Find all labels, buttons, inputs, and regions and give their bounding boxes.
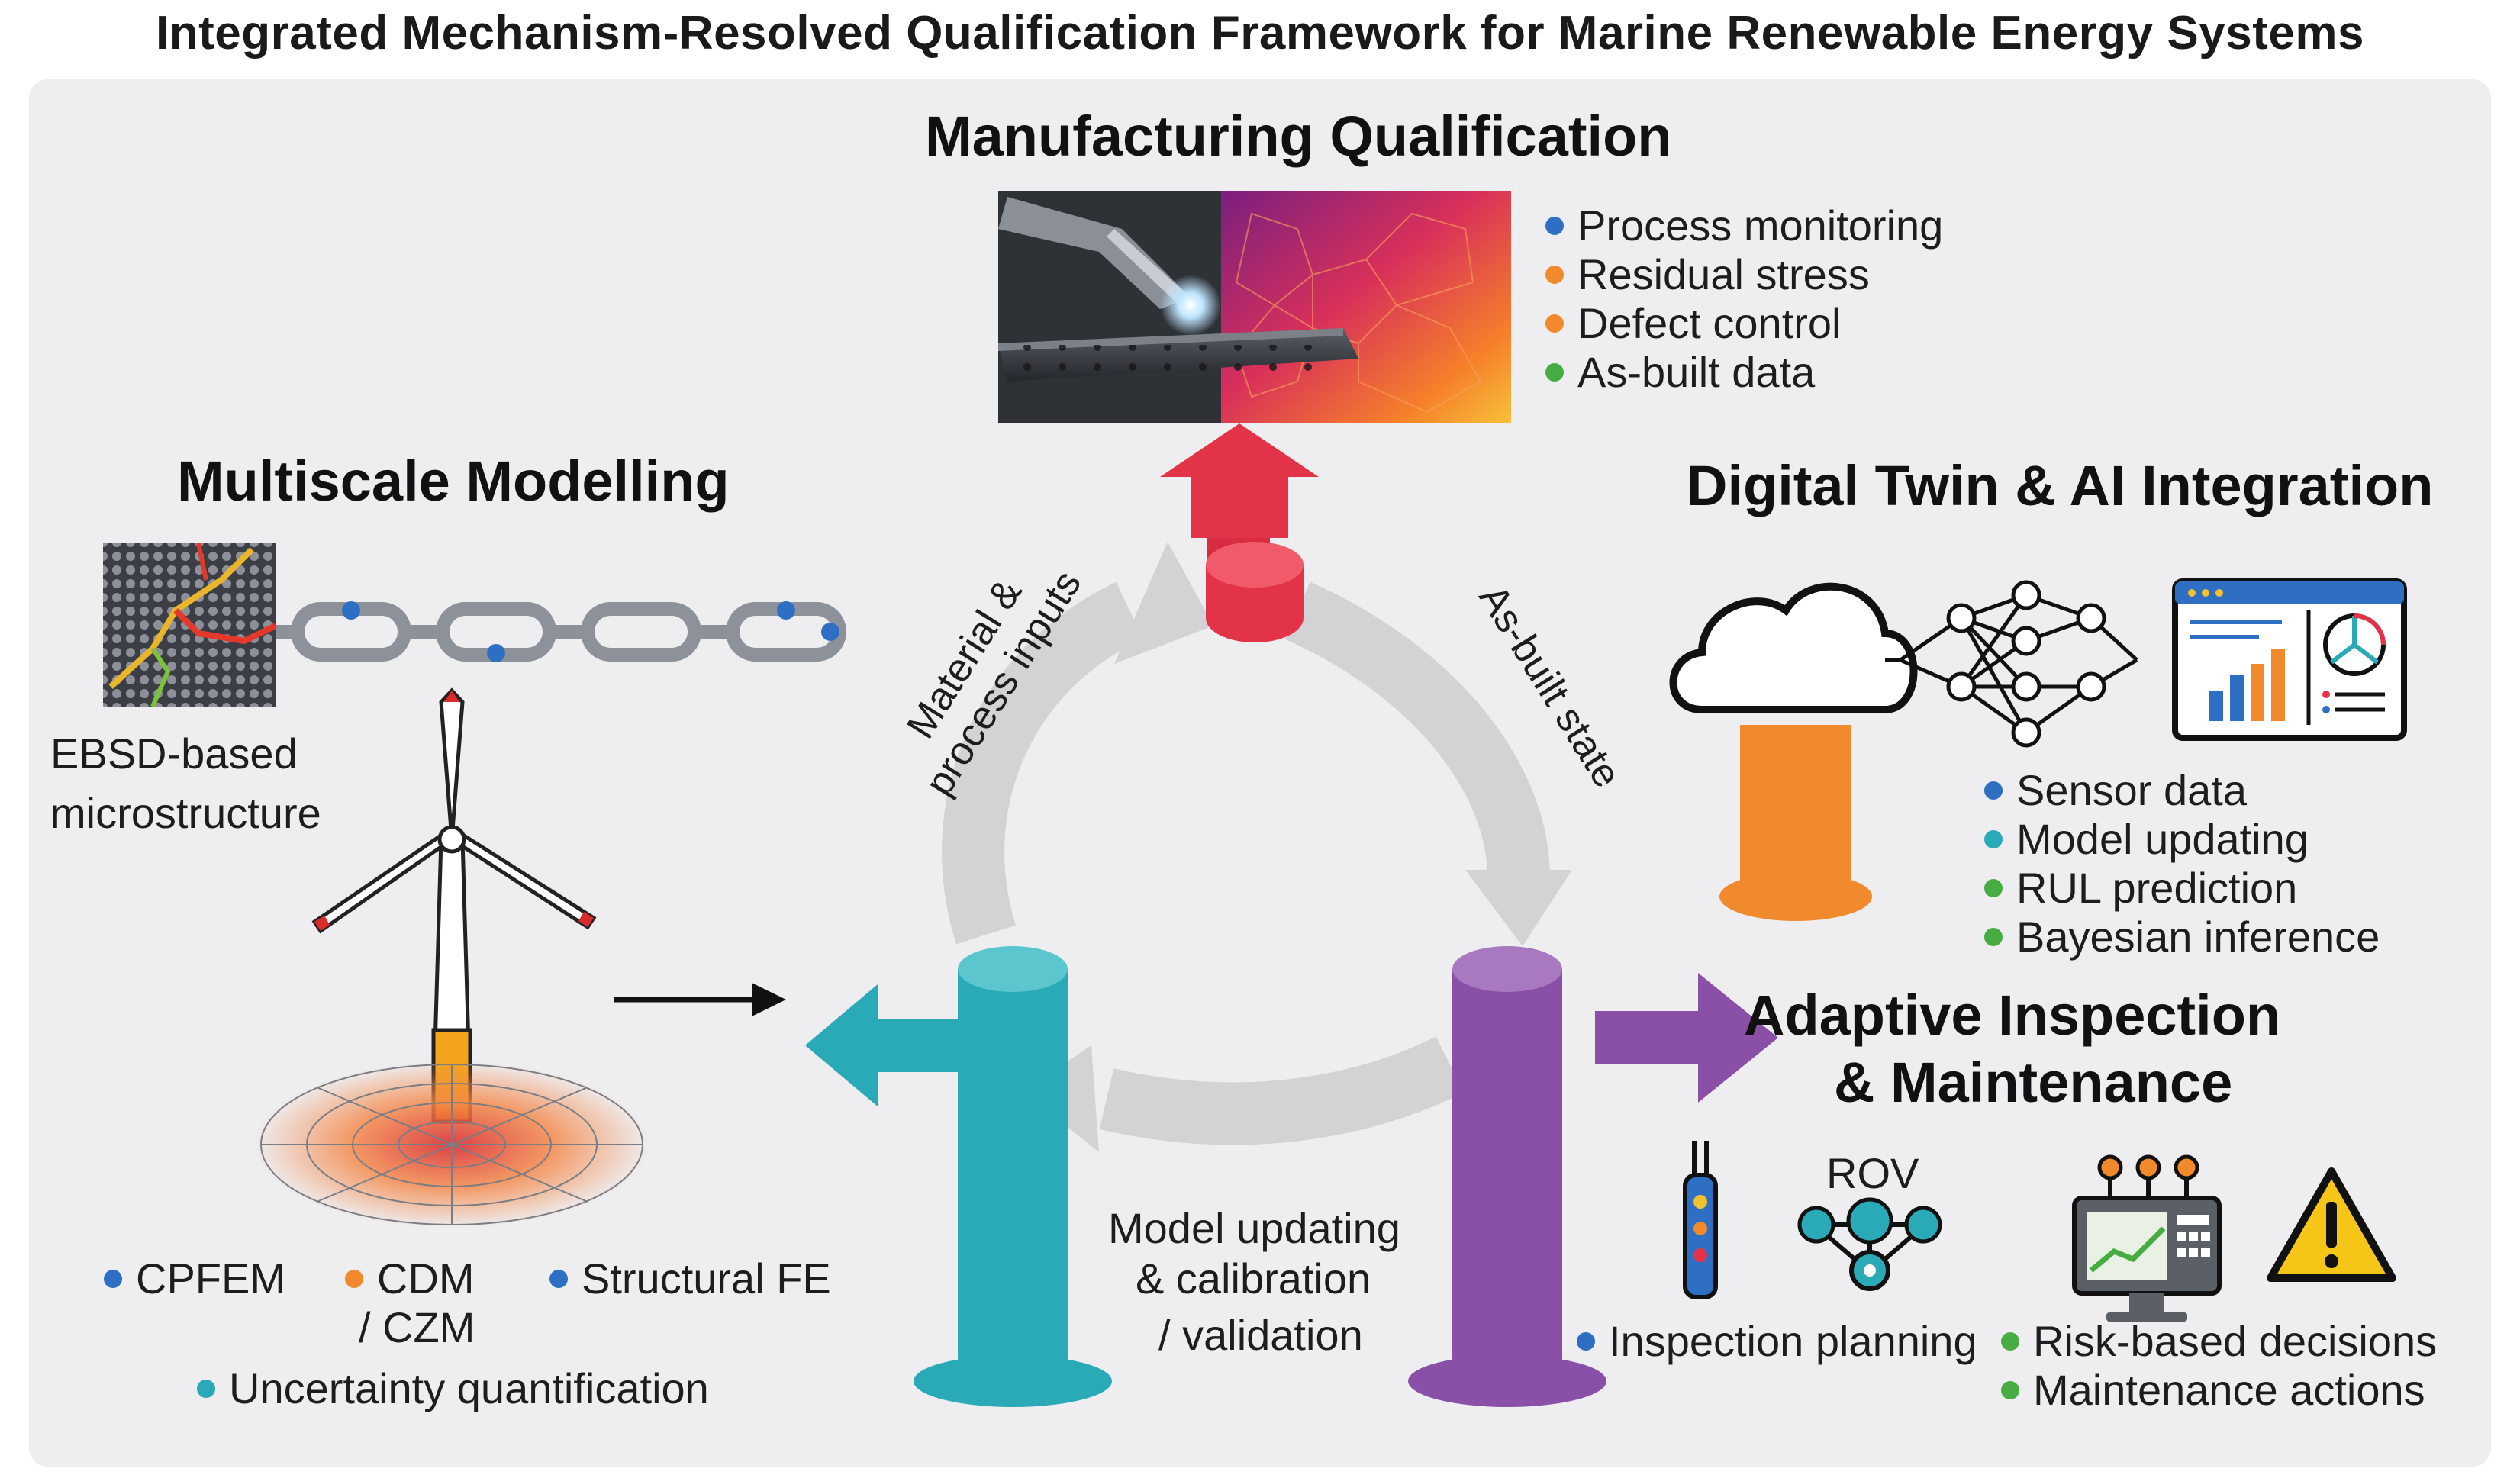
bullet-text: Sensor data	[2016, 766, 2247, 814]
ebsd-label-line1: EBSD-based	[50, 729, 298, 778]
arrow-material-inputs	[942, 581, 1144, 945]
chain-icon	[276, 602, 846, 662]
risk-decisions-bullet: Risk-based decisions	[2001, 1320, 2437, 1363]
cpfem-bullet: CPFEM	[104, 1257, 285, 1300]
bullet-text: Model updating	[2016, 815, 2309, 863]
teal-pillar	[805, 946, 1112, 1407]
red-pillar	[1160, 423, 1319, 642]
inspection-probe-icon	[1683, 1141, 1718, 1299]
bullet-text: Process monitoring	[1577, 201, 1944, 250]
multiscale-heading: Multiscale Modelling	[177, 449, 730, 513]
structural-fe-bullet: Structural FE	[549, 1257, 831, 1300]
warning-icon	[2267, 1167, 2396, 1282]
manufacturing-bullet: Residual stress	[1545, 253, 1870, 296]
bullet-dot	[345, 1270, 363, 1289]
bullet-text: Defect control	[1577, 299, 1842, 347]
bullet-text: As-built data	[1577, 348, 1816, 396]
orange-pillar	[1719, 725, 1872, 921]
bullet-dot	[1545, 217, 1564, 236]
wind-turbine-icon	[311, 687, 597, 1124]
manufacturing-bullet: As-built data	[1545, 351, 1815, 394]
manufacturing-heading: Manufacturing Qualification	[925, 105, 1672, 168]
bullet-dot	[1984, 928, 2003, 947]
mesh-stress-icon	[253, 1061, 650, 1228]
chain-nodes	[342, 601, 839, 662]
digital-twin-bullet: Sensor data	[1984, 769, 2247, 812]
adaptive-heading-line1: Adaptive Inspection	[1744, 984, 2281, 1047]
ebsd-microstructure-image	[103, 543, 277, 708]
purple-pillar	[1408, 946, 1778, 1407]
bullet-dot	[1984, 830, 2003, 849]
bullet-dot	[2001, 1332, 2019, 1351]
bullet-text: Residual stress	[1577, 250, 1870, 298]
rov-label: ROV	[1826, 1149, 1919, 1197]
maintenance-actions-bullet: Maintenance actions	[2001, 1369, 2425, 1412]
model-updating-line1: Model updating	[1108, 1204, 1400, 1252]
bullet-dot	[197, 1380, 215, 1399]
czm-label: / CZM	[359, 1303, 475, 1351]
digital-twin-heading: Digital Twin & AI Integration	[1687, 454, 2434, 517]
digital-twin-bullet: Bayesian inference	[1984, 916, 2380, 958]
uq-bullet: Uncertainty quantification	[197, 1367, 709, 1410]
bullet-text: CPFEM	[136, 1254, 285, 1303]
manufacturing-bullet: Defect control	[1545, 302, 1842, 345]
bullet-dot	[1984, 879, 2003, 898]
figure-title: Integrated Mechanism-Resolved Qualificat…	[156, 7, 2364, 60]
bullet-text: Maintenance actions	[2033, 1366, 2425, 1414]
black-arrow-to-cycle	[614, 983, 786, 1016]
bullet-text: Uncertainty quantification	[229, 1364, 709, 1412]
cloud-icon	[1669, 582, 1918, 713]
bullet-text: RUL prediction	[2016, 864, 2298, 912]
dashboard-icon	[2172, 578, 2407, 741]
neural-network-icon	[1885, 580, 2138, 748]
bullet-text: Bayesian inference	[2016, 913, 2380, 961]
adaptive-heading-line2: & Maintenance	[1834, 1051, 2233, 1114]
inspection-planning-bullet: Inspection planning	[1577, 1320, 1977, 1363]
model-updating-line3: / validation	[1158, 1311, 1363, 1359]
arrow-model-updating	[1099, 1036, 1465, 1145]
bullet-text: CDM	[377, 1254, 475, 1303]
cycle-arrows	[942, 581, 1550, 1145]
bullet-text: Structural FE	[582, 1254, 831, 1303]
bullet-dot	[1545, 363, 1564, 382]
bullet-dot	[1577, 1332, 1595, 1351]
arrow-asbuilt	[1284, 581, 1550, 879]
rov-icon	[1797, 1197, 1942, 1291]
digital-twin-bullet: RUL prediction	[1984, 867, 2297, 910]
bullet-dot	[104, 1270, 122, 1289]
bullet-dot	[1545, 314, 1564, 333]
cdm-bullet: CDM	[345, 1257, 475, 1300]
bullet-text: Risk-based decisions	[2033, 1317, 2438, 1365]
bullet-text: Inspection planning	[1609, 1317, 1977, 1365]
bullet-dot	[2001, 1381, 2019, 1400]
welding-image	[998, 191, 1511, 423]
bullet-dot	[549, 1270, 568, 1289]
monitor-icon	[2072, 1154, 2222, 1322]
digital-twin-bullet: Model updating	[1984, 818, 2309, 861]
bullet-dot	[1545, 266, 1564, 285]
bullet-dot	[1984, 781, 2003, 800]
manufacturing-bullet: Process monitoring	[1545, 204, 1943, 247]
model-updating-line2: & calibration	[1136, 1254, 1371, 1303]
ebsd-label-line2: microstructure	[50, 789, 321, 837]
